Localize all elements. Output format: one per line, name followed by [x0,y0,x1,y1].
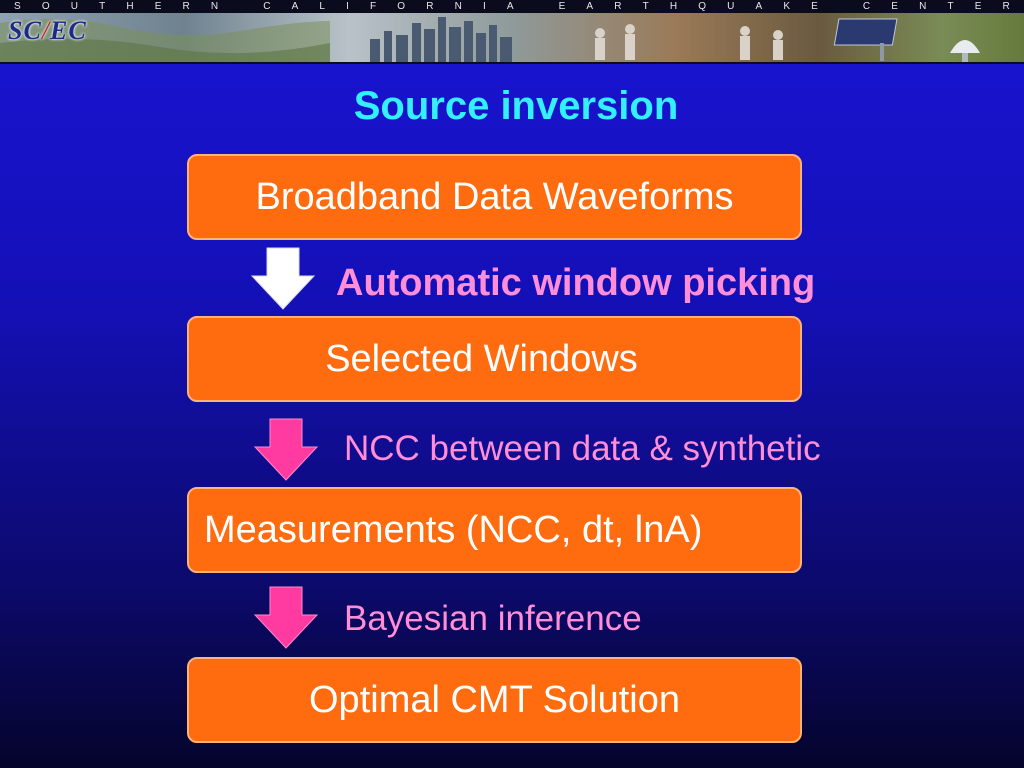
banner-letter: R [614,1,622,12]
banner-letter: H [669,1,678,12]
banner-letter: U [70,1,78,12]
banner-divider [0,62,1024,64]
banner-letter: E [558,1,566,12]
banner-letter: C [862,1,871,12]
banner-letter: A [506,1,514,12]
step-box-selected-windows: Selected Windows [187,316,802,402]
banner-letter: A [586,1,594,12]
banner-letter: Q [698,1,707,12]
banner-letter: T [99,1,106,12]
banner-letter: T [642,1,649,12]
banner-letter: L [319,1,325,12]
step-box-broadband-data: Broadband Data Waveforms [187,154,802,240]
banner-letter: K [783,1,791,12]
banner-letter: R [1002,1,1010,12]
banner-letter: E [811,1,818,12]
banner-letter [239,1,242,12]
step-box-label: Broadband Data Waveforms [255,175,734,218]
banner-letter: U [727,1,735,12]
step-box-label: Measurements (NCC, dt, lnA) [204,508,703,551]
banner-photo-collage [0,17,980,63]
white-down-arrow-icon [250,247,316,310]
banner-letter: O [41,1,50,12]
banner-letter [839,1,842,12]
pink-down-arrow-icon [253,586,319,649]
banner-letter: F [370,1,377,12]
transition-label-bayesian: Bayesian inference [344,599,642,638]
step-box-measurements: Measurements (NCC, dt, lnA) [187,487,802,573]
banner-letter: R [426,1,434,12]
banner-letter: E [154,1,162,12]
banner-letter: O [397,1,406,12]
banner-letter: E [891,1,898,12]
banner-letter [535,1,538,12]
step-box-label: Optimal CMT Solution [309,678,680,721]
banner-letter: N [210,1,219,12]
step-box-label: Selected Windows [325,337,638,380]
banner-letter: S [14,1,21,12]
transition-label-ncc: NCC between data & synthetic [344,429,821,468]
scec-logo: SC/EC [8,16,87,45]
banner-letter: A [755,1,763,12]
transition-label-window-picking: Automatic window picking [336,262,816,304]
step-box-optimal-cmt-solution: Optimal CMT Solution [187,657,802,743]
banner-letter: R [182,1,190,12]
banner-letter: T [947,1,954,12]
banner-letter: E [974,1,982,12]
banner-letter: H [126,1,134,12]
pink-down-arrow-icon [253,418,319,481]
slide-title: Source inversion [353,84,679,128]
banner-letter: I [346,1,349,12]
banner-letter: N [919,1,927,12]
banner-letter: C [263,1,271,12]
banner-letter: A [291,1,299,12]
banner-letter: N [454,1,462,12]
banner-letter: I [482,1,486,12]
